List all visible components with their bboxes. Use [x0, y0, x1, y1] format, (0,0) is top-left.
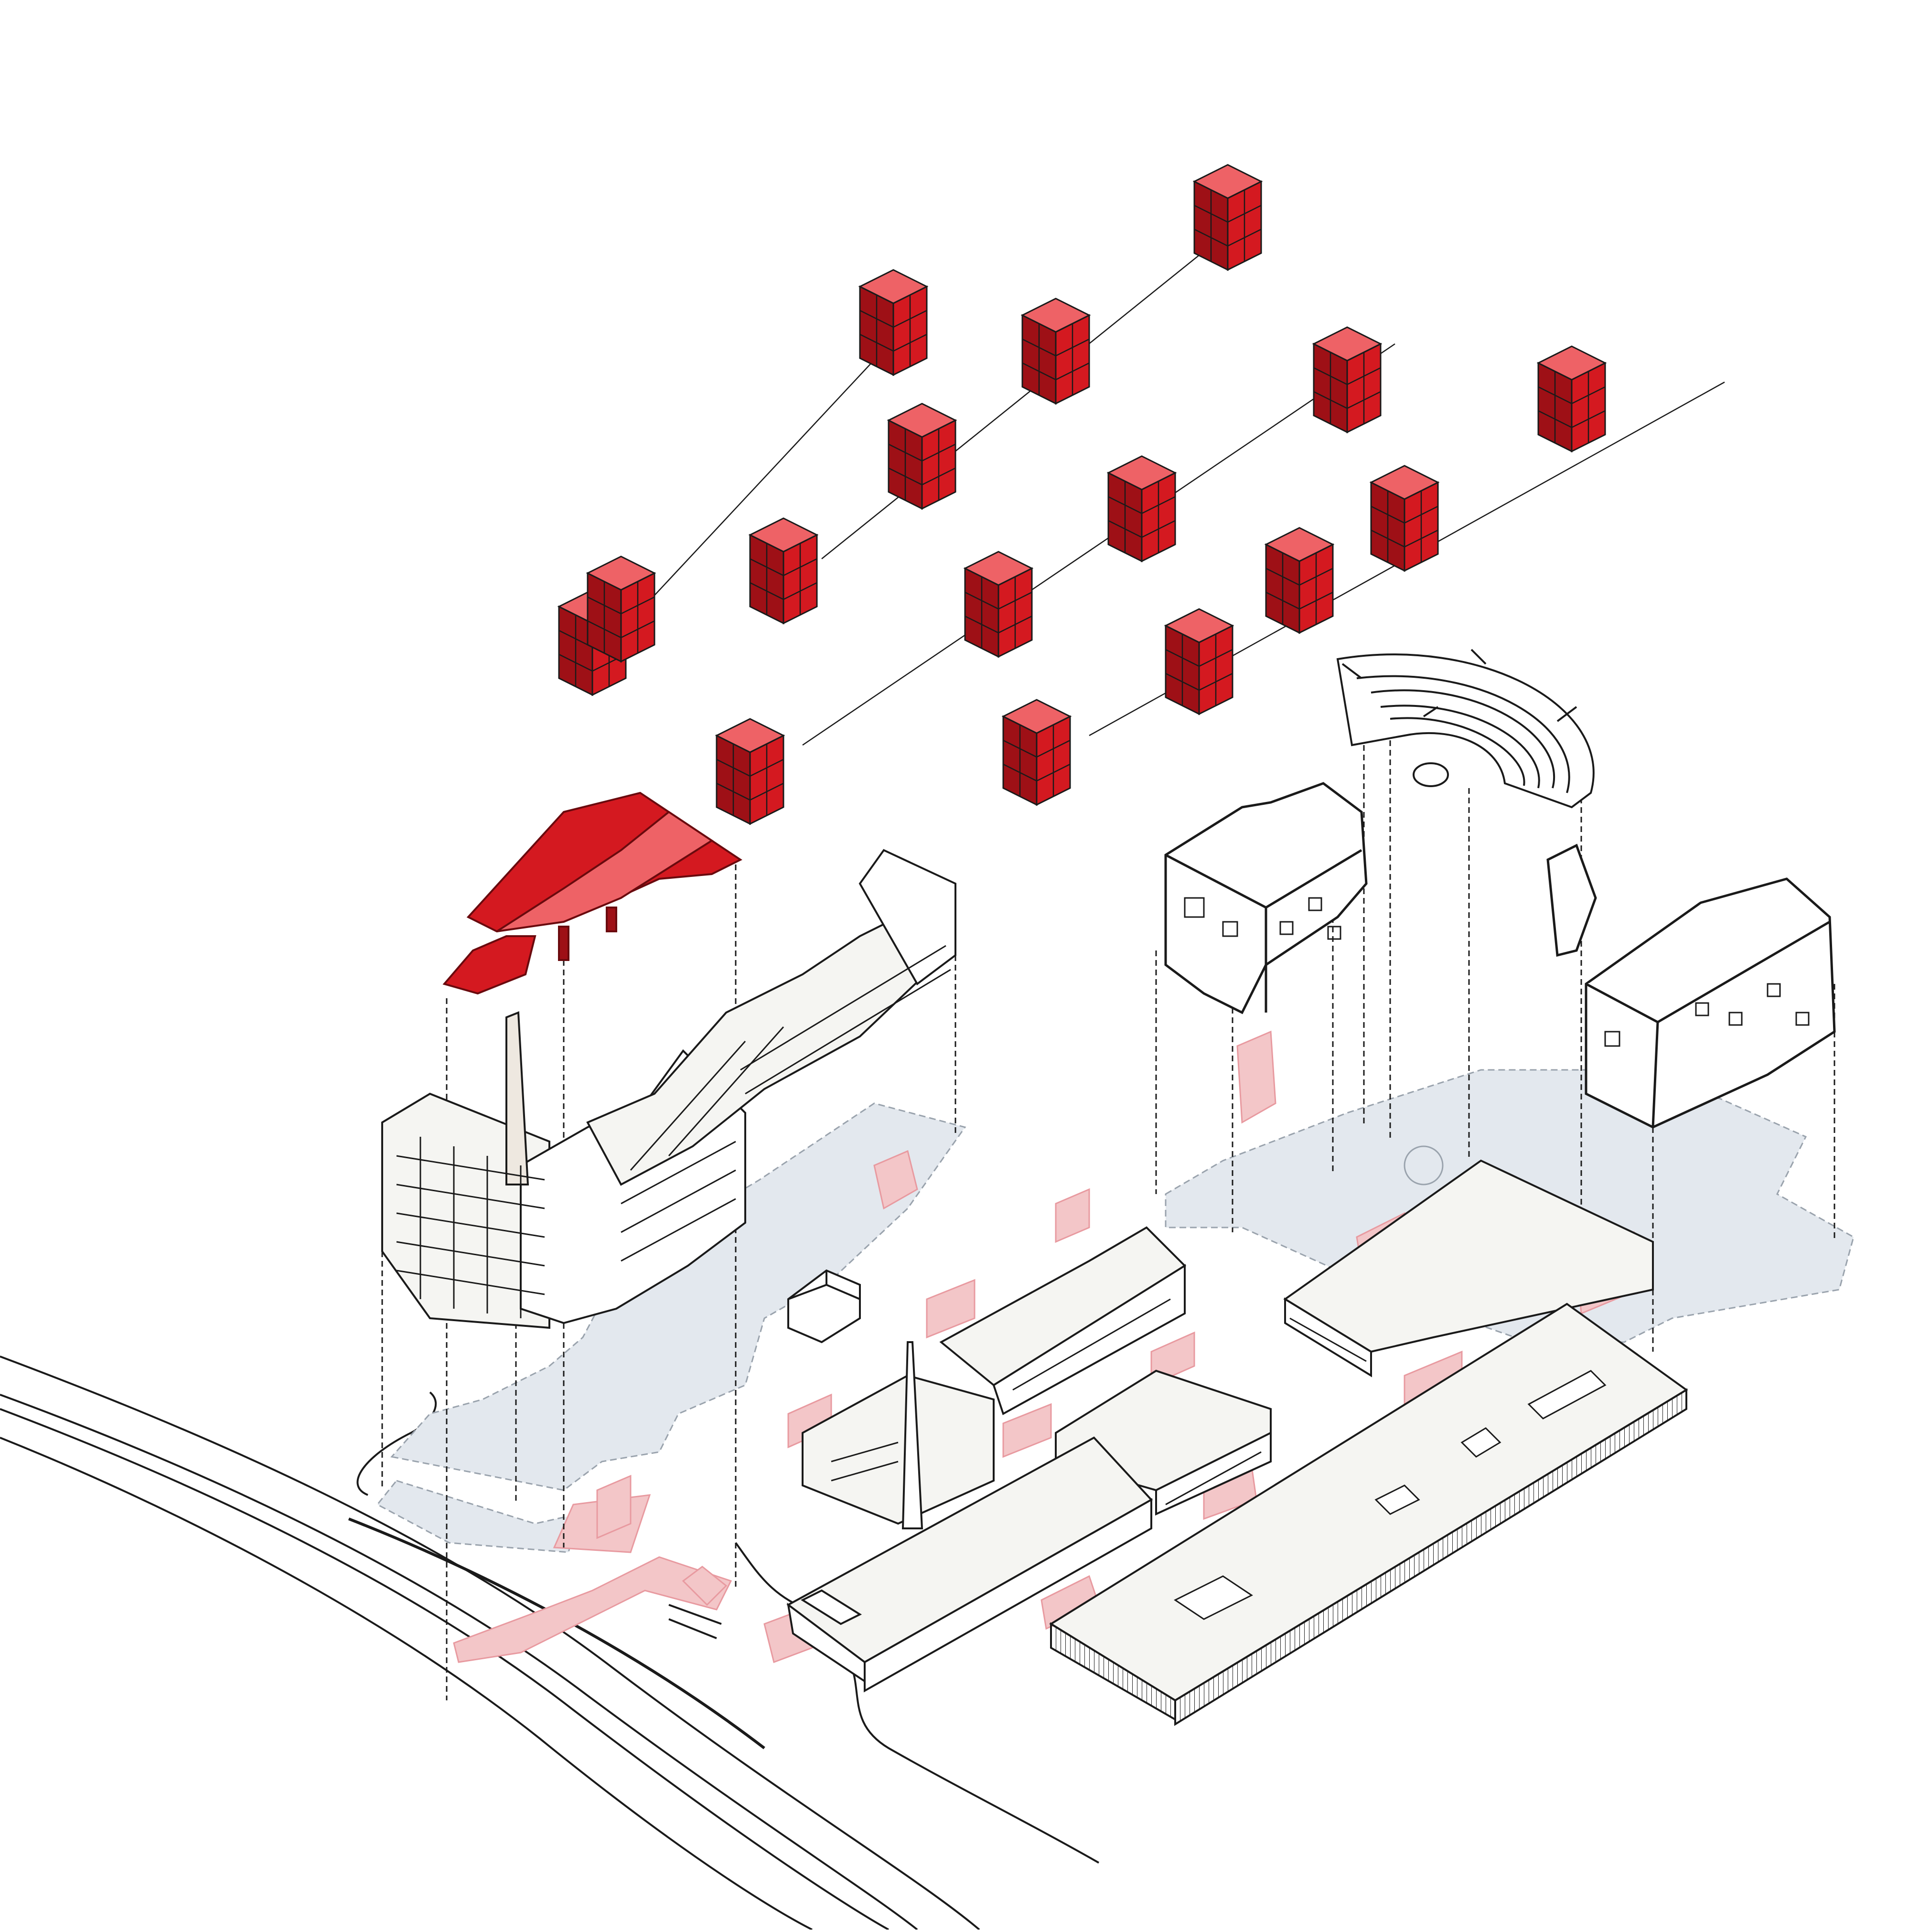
red-modular-box-icon	[1020, 298, 1091, 405]
red-modular-box-icon	[1264, 527, 1335, 634]
red-modular-box-icon	[858, 269, 929, 376]
red-roof-structure	[442, 791, 742, 995]
chimney-hall	[802, 1341, 995, 1529]
red-modular-box-icon	[1001, 699, 1072, 806]
red-modular-box-icon	[1192, 164, 1263, 271]
main-building	[381, 849, 956, 1329]
red-modular-box-icon	[715, 718, 785, 825]
long-shed-north	[939, 1226, 1187, 1415]
ground-circle-marker	[1404, 1145, 1444, 1185]
red-modular-box-icon	[887, 403, 957, 510]
red-modular-box-icon	[1164, 608, 1234, 715]
red-modules	[557, 164, 1607, 825]
red-modular-box-icon	[586, 555, 656, 663]
red-modular-box-icon	[748, 517, 819, 625]
red-modular-box-icon	[1106, 455, 1177, 563]
pavilion-building	[787, 1269, 861, 1344]
red-modular-box-icon	[1312, 326, 1383, 434]
red-modular-box-icon	[1369, 465, 1440, 572]
market-hall	[1283, 1159, 1654, 1377]
large-warehouse	[1049, 1302, 1688, 1726]
pink-ghost-blocks	[453, 1030, 1640, 1663]
station-shed	[786, 1436, 1153, 1693]
amphitheatre	[1336, 649, 1595, 809]
red-modular-box-icon	[963, 551, 1034, 658]
new-building-center	[1164, 782, 1368, 1014]
new-building-east	[1546, 843, 1836, 1129]
red-modular-box-icon	[1536, 345, 1607, 453]
